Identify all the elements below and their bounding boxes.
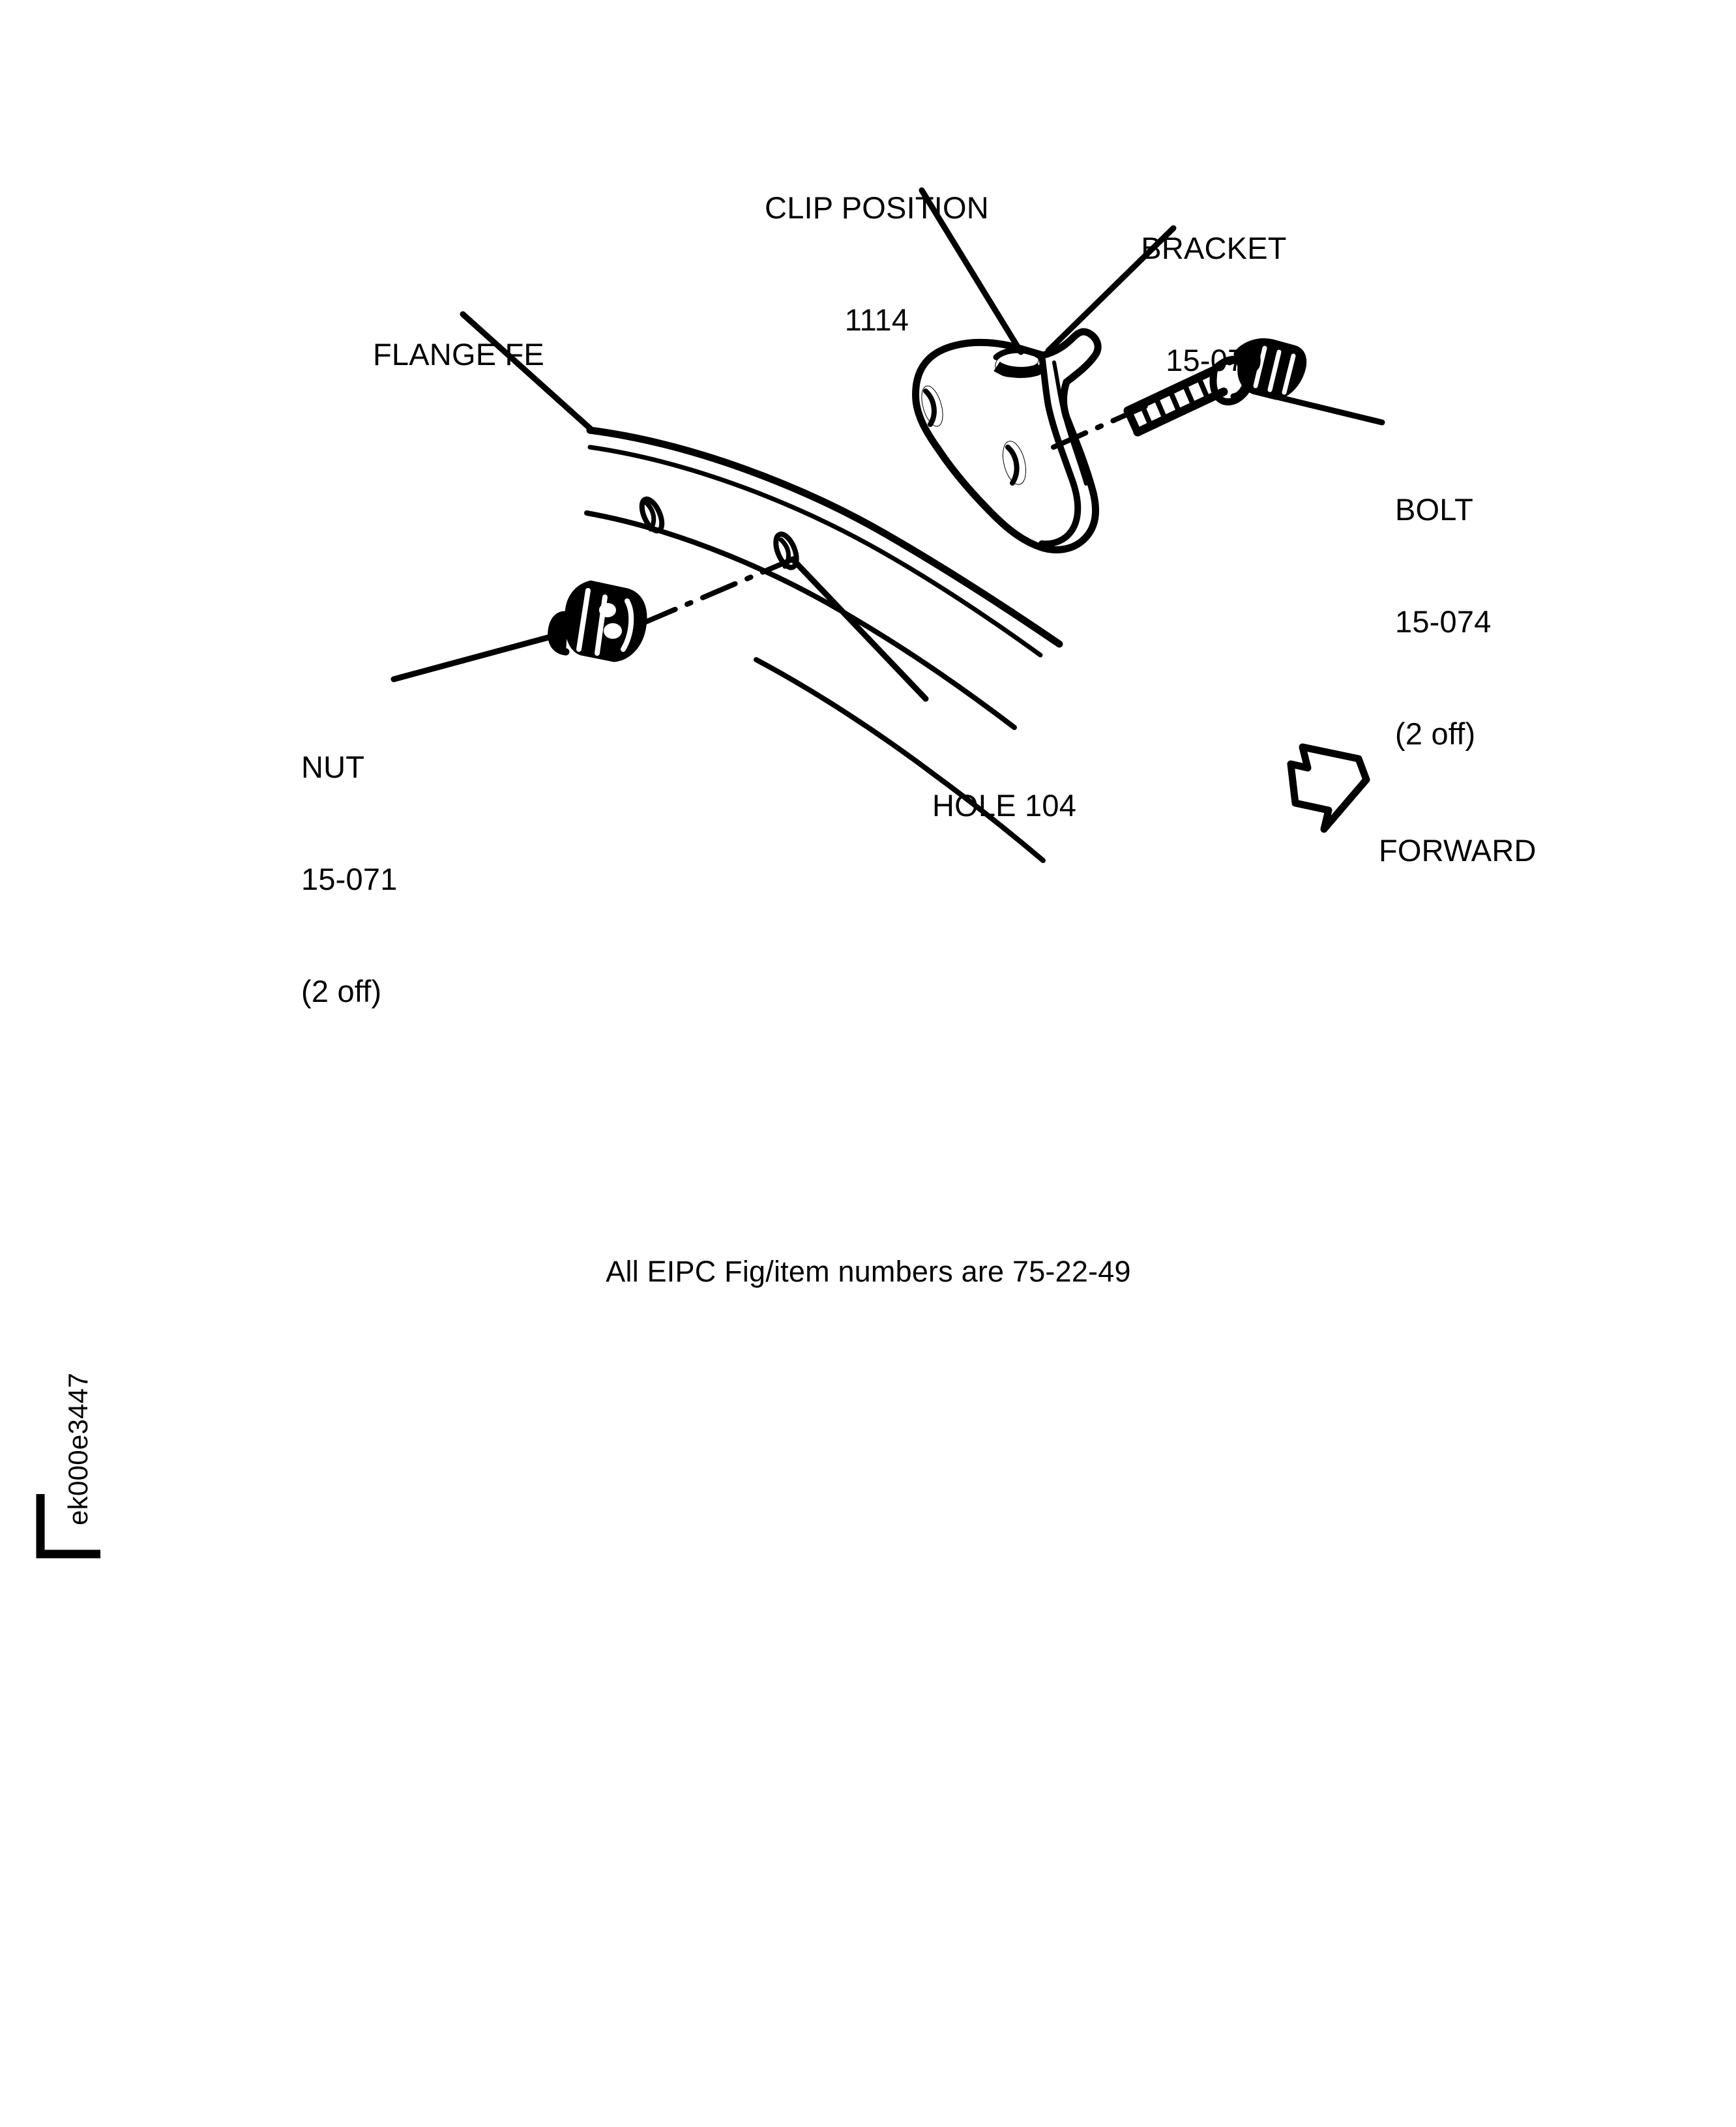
corner-registration-mark: [36, 1494, 100, 1559]
leader-nut: [390, 633, 556, 682]
flange-hole-upper: [639, 496, 665, 534]
label-clip-position: CLIP POSITION 1114: [765, 114, 989, 413]
label-nut-line2: 15-071: [301, 861, 398, 896]
label-flange-line1: FLANGE FE: [373, 336, 544, 372]
leader-bolt: [1250, 388, 1385, 426]
leader-bracket: [1045, 225, 1177, 354]
bracket-lower-hole: [1002, 441, 1027, 486]
assembly-centreline-bolt: [1051, 403, 1150, 450]
assembly-centreline-nut: [640, 553, 804, 626]
label-bolt-line1: BOLT: [1395, 491, 1474, 527]
leader-lines: [390, 187, 1385, 702]
label-hole-104: HOLE 104: [932, 712, 1076, 899]
label-forward: FORWARD: [1379, 757, 1537, 944]
label-bolt: BOLT 15-074 (2 off): [1395, 416, 1492, 827]
label-bracket: BRACKET 15-070: [1141, 154, 1286, 454]
label-clip-position-line1: CLIP POSITION: [765, 190, 989, 225]
label-nut-line3: (2 off): [301, 973, 382, 1008]
leader-flange: [460, 311, 594, 432]
label-flange: FLANGE FE: [373, 261, 544, 448]
nut-part: [548, 580, 647, 662]
label-forward-line1: FORWARD: [1379, 832, 1537, 868]
label-bracket-line1: BRACKET: [1141, 230, 1287, 265]
label-hole-104-line1: HOLE 104: [932, 787, 1077, 823]
leader-hole-104: [789, 556, 929, 702]
leader-clip-position: [919, 187, 1024, 355]
label-nut-line1: NUT: [301, 749, 365, 784]
label-bracket-line2: 15-070: [1166, 342, 1262, 377]
figure-caption: All EIPC Fig/item numbers are 75-22-49: [606, 1255, 1131, 1288]
label-bolt-line2: 15-074: [1395, 604, 1492, 639]
label-bolt-line3: (2 off): [1395, 716, 1476, 751]
bracket-top-hole: [993, 347, 1046, 378]
forward-arrow-icon: [1287, 743, 1370, 833]
bracket-side-hole: [921, 385, 943, 427]
label-clip-position-line2: 1114: [844, 302, 909, 337]
label-nut: NUT 15-071 (2 off): [301, 673, 398, 1085]
